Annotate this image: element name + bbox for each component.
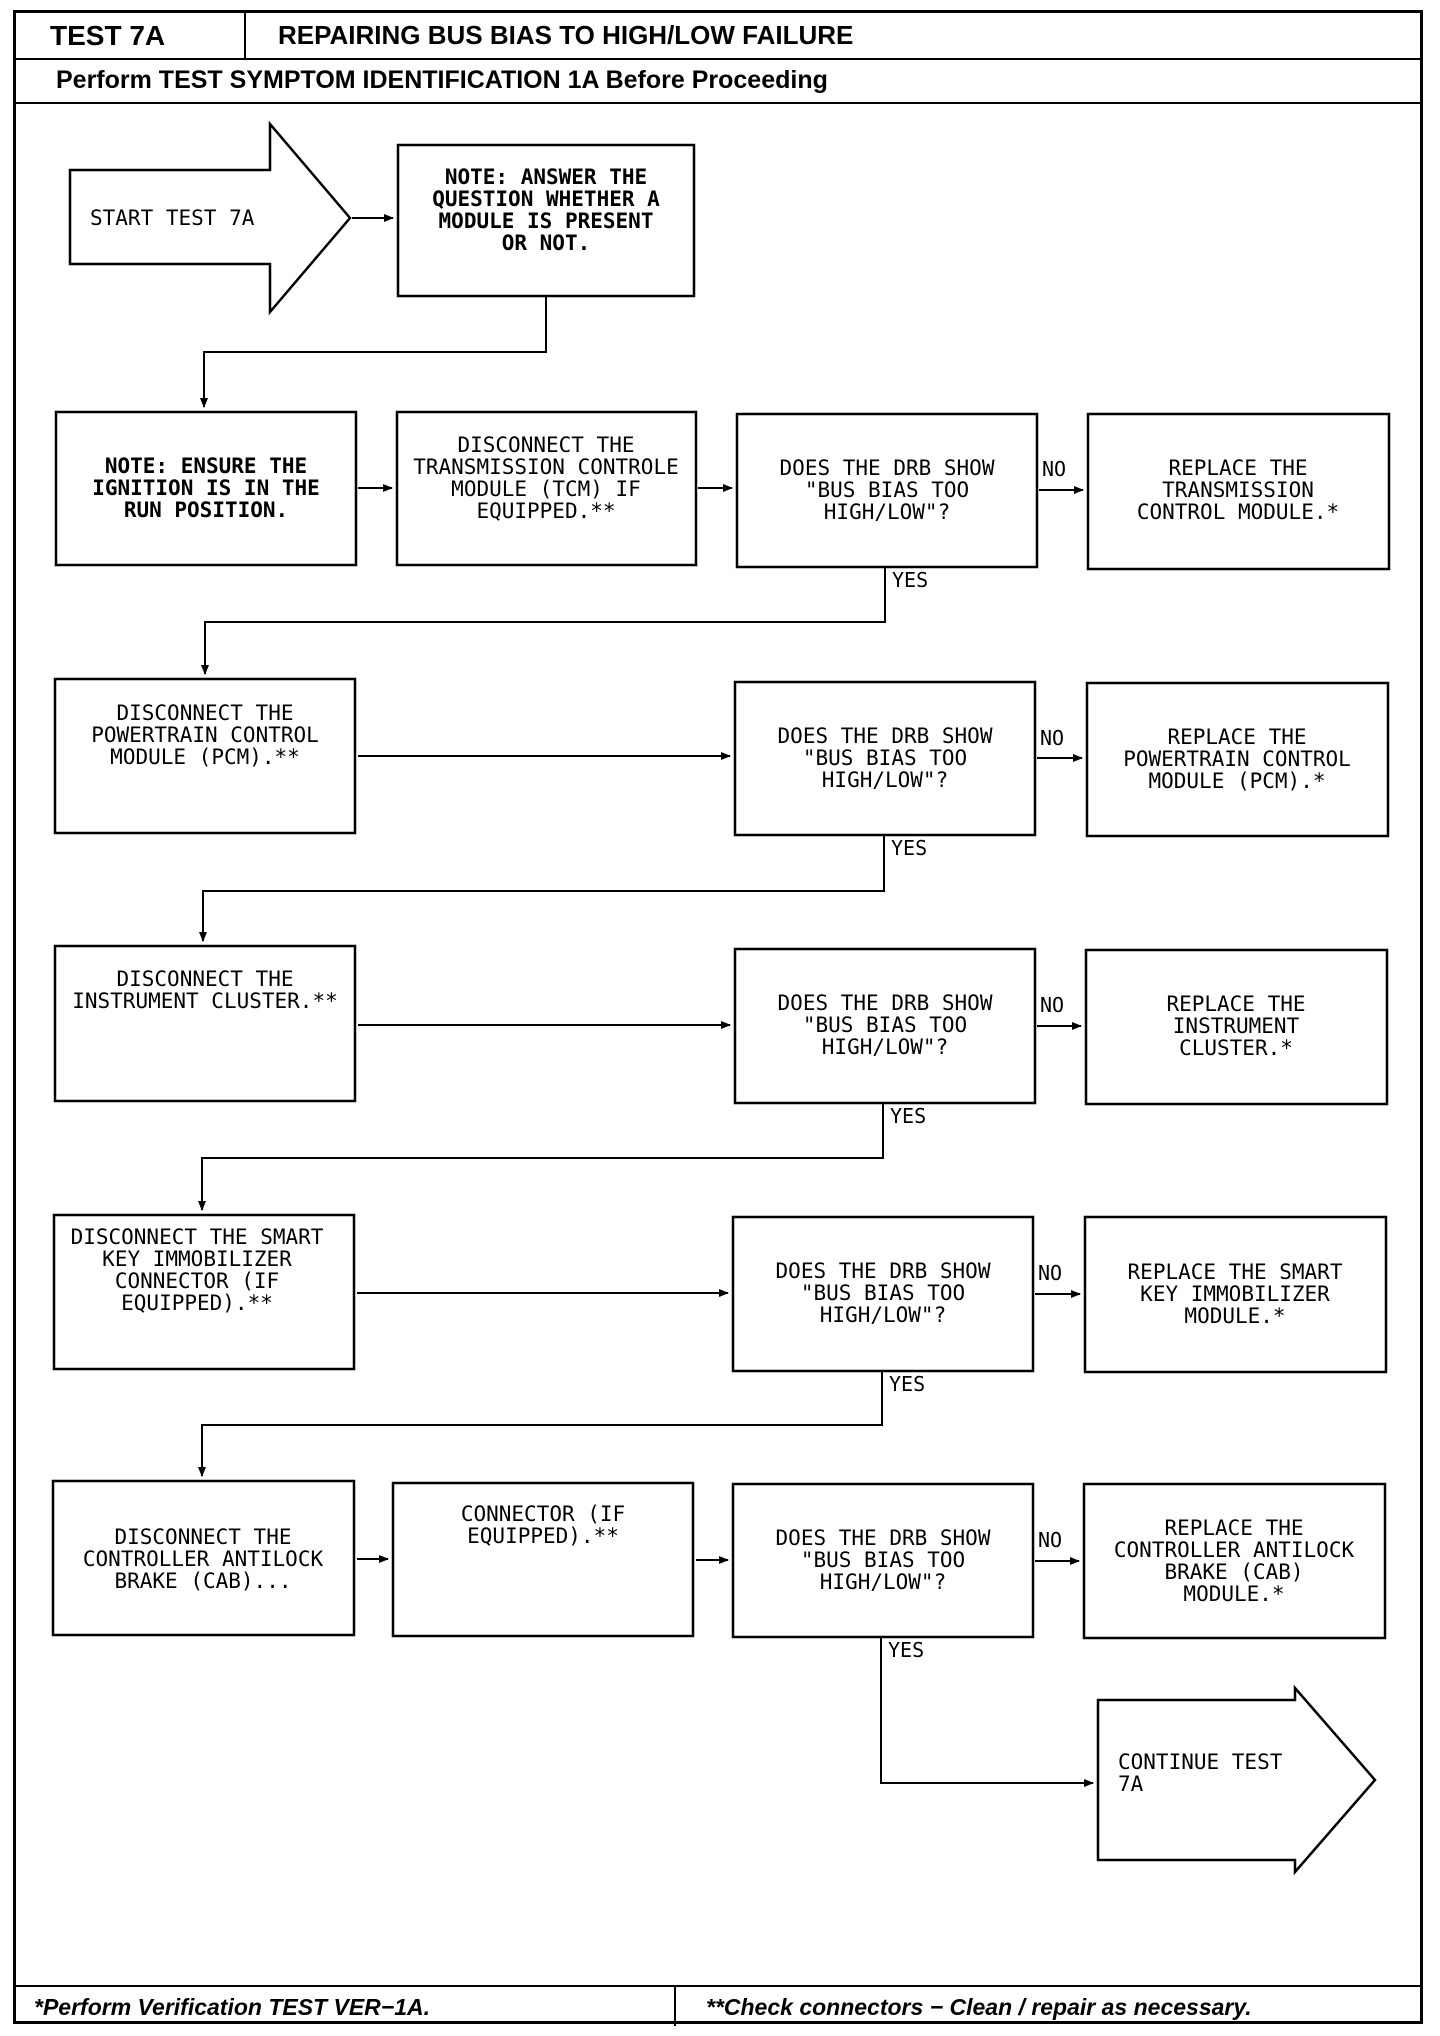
start-arrow-shape — [68, 120, 352, 316]
test-id: TEST 7A — [16, 13, 246, 58]
decision-box-3 — [733, 947, 1037, 1105]
replace-ski-box — [1083, 1215, 1388, 1374]
replace-cab-box — [1082, 1482, 1387, 1640]
disconnect-ski-box — [52, 1213, 356, 1371]
yes-label-3: YES — [890, 1104, 926, 1128]
disconnect-cab-box — [51, 1479, 356, 1637]
yes-label-2: YES — [891, 836, 927, 860]
no-label-4: NO — [1038, 1261, 1062, 1285]
no-label-2: NO — [1040, 726, 1064, 750]
no-label-1: NO — [1042, 457, 1066, 481]
flow-connectors — [198, 214, 1094, 1787]
disconnect-cluster-box — [53, 944, 357, 1103]
page-title: REPAIRING BUS BIAS TO HIGH/LOW FAILURE — [278, 20, 854, 50]
yes-label-4: YES — [889, 1372, 925, 1396]
prerequisite-note: Perform TEST SYMPTOM IDENTIFICATION 1A B… — [16, 60, 1420, 104]
start-test-label: START TEST 7A — [90, 206, 255, 230]
cab-connector-box — [391, 1481, 695, 1638]
continue-arrow-shape — [1096, 1684, 1377, 1876]
connector-q4-yes — [198, 1371, 883, 1477]
connector-q5-yes — [880, 1637, 1094, 1787]
disconnect-tcm-box — [395, 410, 698, 567]
connector-note-to-ignition — [200, 296, 547, 408]
footer: *Perform Verification TEST VER−1A. **Che… — [16, 1985, 1420, 2026]
decision-box-5 — [731, 1482, 1035, 1639]
replace-pcm-box — [1085, 681, 1390, 838]
connector-q2-yes — [199, 835, 885, 942]
replace-cluster-box — [1084, 948, 1389, 1106]
page-frame: TEST 7A REPAIRING BUS BIAS TO HIGH/LOW F… — [13, 10, 1423, 2026]
note-ignition-box — [54, 410, 358, 567]
no-label-3: NO — [1040, 993, 1064, 1017]
decision-box-4 — [731, 1215, 1035, 1373]
footer-verification-note: *Perform Verification TEST VER−1A. — [34, 1994, 431, 2020]
footer-connector-note: **Check connectors − Clean / repair as n… — [706, 1994, 1252, 2020]
replace-tcm-box — [1086, 412, 1391, 571]
header-row: TEST 7A REPAIRING BUS BIAS TO HIGH/LOW F… — [16, 13, 1420, 60]
yes-label-1: YES — [892, 568, 928, 592]
connector-q1-yes — [201, 567, 886, 675]
disconnect-pcm-box — [53, 677, 357, 835]
footer-divider — [674, 1987, 676, 2026]
yes-label-5: YES — [888, 1638, 924, 1662]
decision-box-1 — [735, 412, 1039, 569]
no-label-5: NO — [1038, 1528, 1062, 1552]
connector-q3-yes — [198, 1103, 884, 1211]
